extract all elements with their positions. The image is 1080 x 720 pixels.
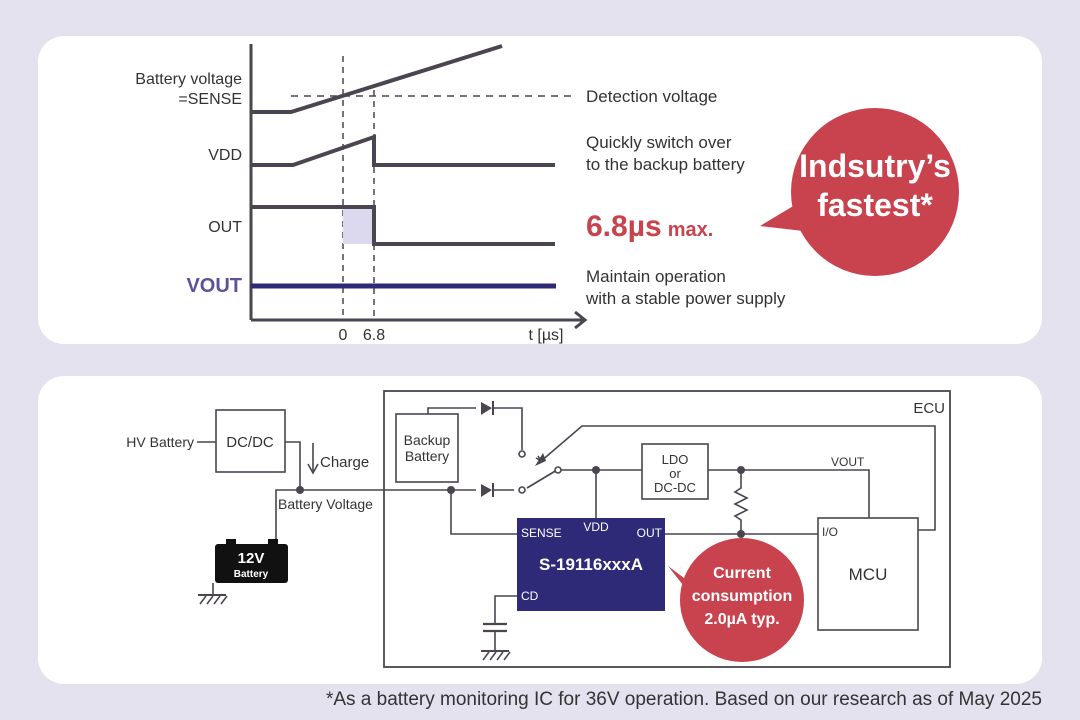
node-dcdc bbox=[296, 486, 304, 494]
ldo-label-line1: LDO bbox=[662, 452, 689, 467]
battery-voltage-waveform bbox=[251, 44, 503, 114]
ic-vdd-pin: VDD bbox=[583, 520, 609, 534]
battery-12v-icon bbox=[215, 539, 288, 583]
diode-main-icon bbox=[481, 483, 494, 497]
vout-node-label: VOUT bbox=[831, 455, 865, 469]
ic-cd-pin: CD bbox=[521, 589, 539, 603]
maintain-text-line2: with a stable power supply bbox=[585, 289, 786, 308]
battery-12v-label: 12V bbox=[238, 550, 265, 567]
fastest-badge: Indsutry’s fastest* bbox=[760, 108, 959, 276]
badge-line2: fastest* bbox=[817, 187, 933, 223]
switch-contact-top bbox=[518, 450, 526, 458]
backup-label-line1: Backup bbox=[404, 432, 451, 448]
mcu-box bbox=[817, 517, 919, 631]
switch-arm bbox=[526, 469, 558, 489]
ic-chip bbox=[517, 518, 665, 611]
ecu-frame bbox=[383, 390, 951, 668]
io-label: I/O bbox=[822, 525, 838, 539]
battery-rail bbox=[275, 489, 451, 543]
switch-control-arrow bbox=[535, 453, 546, 466]
current-badge-line1: Current bbox=[713, 565, 771, 582]
ldo-label-line2: or bbox=[669, 466, 681, 481]
charge-label: Charge bbox=[320, 454, 369, 471]
ldo-label-line3: DC-DC bbox=[654, 480, 696, 495]
mcu-label: MCU bbox=[849, 565, 888, 584]
ldo-box bbox=[641, 443, 709, 500]
cd-wire bbox=[494, 595, 517, 624]
vdd-label: VDD bbox=[208, 147, 242, 164]
vout-label: VOUT bbox=[186, 275, 242, 297]
time-axis-label: t [µs] bbox=[529, 327, 564, 344]
switch-contact-bottom bbox=[518, 486, 526, 494]
backup-label-line2: Battery bbox=[405, 448, 449, 464]
out-waveform bbox=[251, 205, 555, 246]
detection-voltage-text: Detection voltage bbox=[586, 87, 717, 106]
dcdc-out-wire bbox=[285, 441, 301, 490]
diode-backup-icon bbox=[481, 401, 494, 415]
footnote: *As a battery monitoring IC for 36V oper… bbox=[325, 689, 1042, 710]
vout-wire bbox=[708, 469, 870, 518]
battery-voltage-label: Battery Voltage bbox=[278, 496, 373, 512]
switch-pivot bbox=[554, 466, 562, 474]
current-badge-line3: 2.0µA typ. bbox=[704, 611, 779, 628]
charge-arrowhead bbox=[307, 463, 319, 475]
pullup-resistor-icon bbox=[733, 470, 749, 534]
vdd-waveform bbox=[251, 134, 555, 167]
tick-6-8: 6.8 bbox=[363, 327, 385, 344]
dcdc-box bbox=[215, 409, 286, 473]
sense-wire bbox=[450, 490, 517, 535]
dcdc-label: DC/DC bbox=[226, 434, 274, 451]
sense-label: =SENSE bbox=[178, 91, 242, 108]
out-delay-shade bbox=[343, 207, 374, 244]
ic-out-pin: OUT bbox=[637, 526, 663, 540]
ecu-label: ECU bbox=[913, 400, 945, 417]
x-axis-arrow bbox=[574, 310, 588, 330]
switch-text-line2: to the backup battery bbox=[586, 155, 745, 174]
backup-battery-box bbox=[395, 413, 459, 483]
current-badge: Current consumption 2.0µA typ. bbox=[668, 538, 804, 662]
hv-battery-label: HV Battery bbox=[126, 434, 194, 450]
switch-text-line1: Quickly switch over bbox=[586, 133, 732, 152]
tick-0: 0 bbox=[339, 327, 348, 344]
timing-diagram: Battery voltage =SENSE VDD OUT VOUT 0 6.… bbox=[135, 44, 959, 344]
battery-voltage-label: Battery voltage bbox=[135, 71, 242, 88]
current-badge-line2: consumption bbox=[692, 588, 792, 605]
switch-control-wire bbox=[539, 425, 936, 531]
ic-part-number: S-19116xxxA bbox=[539, 555, 643, 574]
out-label: OUT bbox=[208, 219, 242, 236]
maintain-text-line1: Maintain operation bbox=[586, 267, 726, 286]
circuit-diagram bbox=[197, 390, 951, 668]
battery-word-label: Battery bbox=[234, 569, 269, 580]
badge-line1: Indsutry’s bbox=[799, 148, 951, 184]
ic-sense-pin: SENSE bbox=[521, 526, 562, 540]
backup-wire bbox=[427, 407, 476, 414]
